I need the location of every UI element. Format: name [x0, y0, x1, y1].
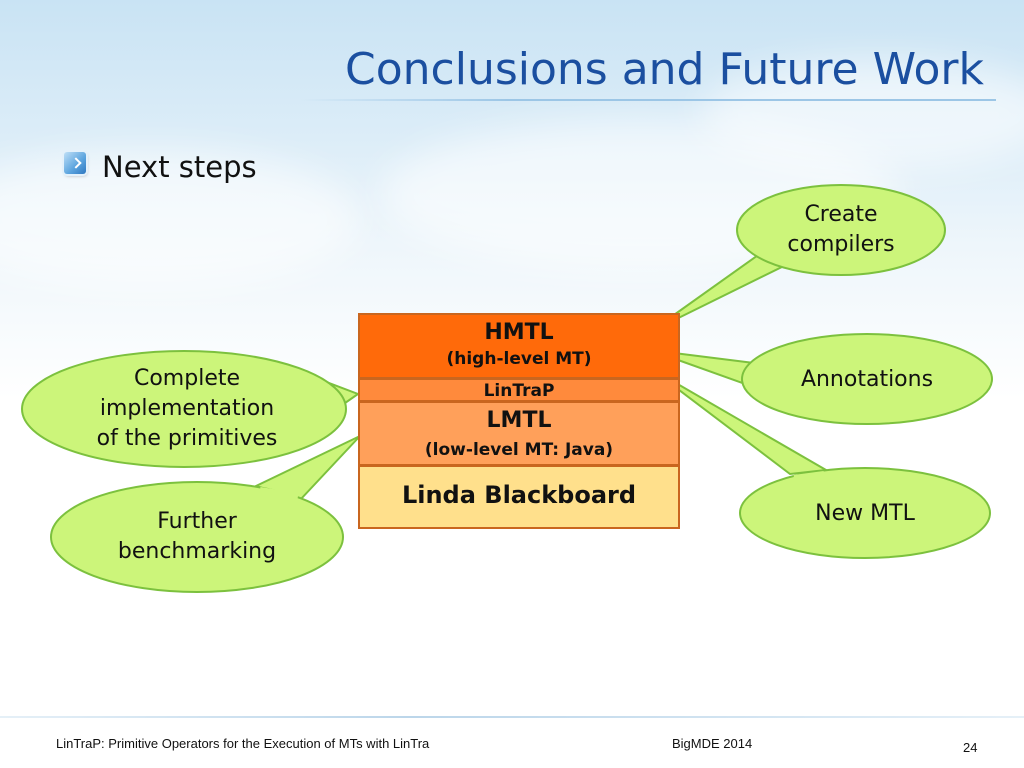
callout-further-benchmarking-text: Further benchmarking — [72, 507, 322, 567]
callout-complete-implementation-text: Complete implementation of the primitive… — [44, 364, 330, 454]
background-cloud — [700, 60, 1024, 170]
callout-text-line: Complete — [133, 366, 241, 391]
callout-text-line: Further — [157, 509, 237, 534]
callout-text-line: Create — [804, 202, 878, 227]
footer-venue: BigMDE 2014 — [672, 736, 753, 751]
layer-lintrap-name: LinTraP — [483, 381, 555, 401]
layer-hmtl-name: HMTL — [484, 320, 554, 345]
footer-talk-title: LinTraP: Primitive Operators for the Exe… — [56, 736, 430, 751]
arrow-square-icon — [64, 152, 86, 174]
footer-divider — [0, 716, 1024, 718]
callout-further-benchmarking — [50, 435, 361, 593]
background-cloud — [0, 150, 360, 290]
slide-title: Conclusions and Future Work — [345, 44, 984, 95]
callout-complete-implementation — [21, 350, 361, 468]
footer-page-number: 24 — [963, 740, 978, 755]
layer-hmtl: HMTL (high-level MT) — [358, 313, 680, 379]
layer-lintrap: LinTraP — [358, 378, 680, 402]
callout-create-compilers — [649, 184, 946, 333]
layer-lmtl: LMTL (low-level MT: Java) — [358, 401, 680, 466]
layer-hmtl-desc: (high-level MT) — [446, 349, 592, 369]
bullet-next-steps: Next steps — [102, 150, 257, 184]
layer-lmtl-desc: (low-level MT: Java) — [424, 440, 614, 460]
callout-new-mtl — [649, 367, 991, 559]
callout-text-line: compilers — [787, 232, 895, 257]
callout-text-line: of the primitives — [96, 426, 278, 451]
layer-linda-blackboard: Linda Blackboard — [358, 465, 680, 529]
layer-linda-name: Linda Blackboard — [401, 481, 637, 509]
layer-lmtl-name: LMTL — [486, 408, 552, 433]
callout-create-compilers-text: Create compilers — [757, 200, 925, 260]
title-divider — [300, 99, 996, 101]
callout-text-line: implementation — [99, 396, 275, 421]
callout-new-mtl-text: New MTL — [815, 501, 915, 526]
callout-text-line: benchmarking — [117, 539, 277, 564]
callout-annotations-text: Annotations — [800, 367, 934, 392]
